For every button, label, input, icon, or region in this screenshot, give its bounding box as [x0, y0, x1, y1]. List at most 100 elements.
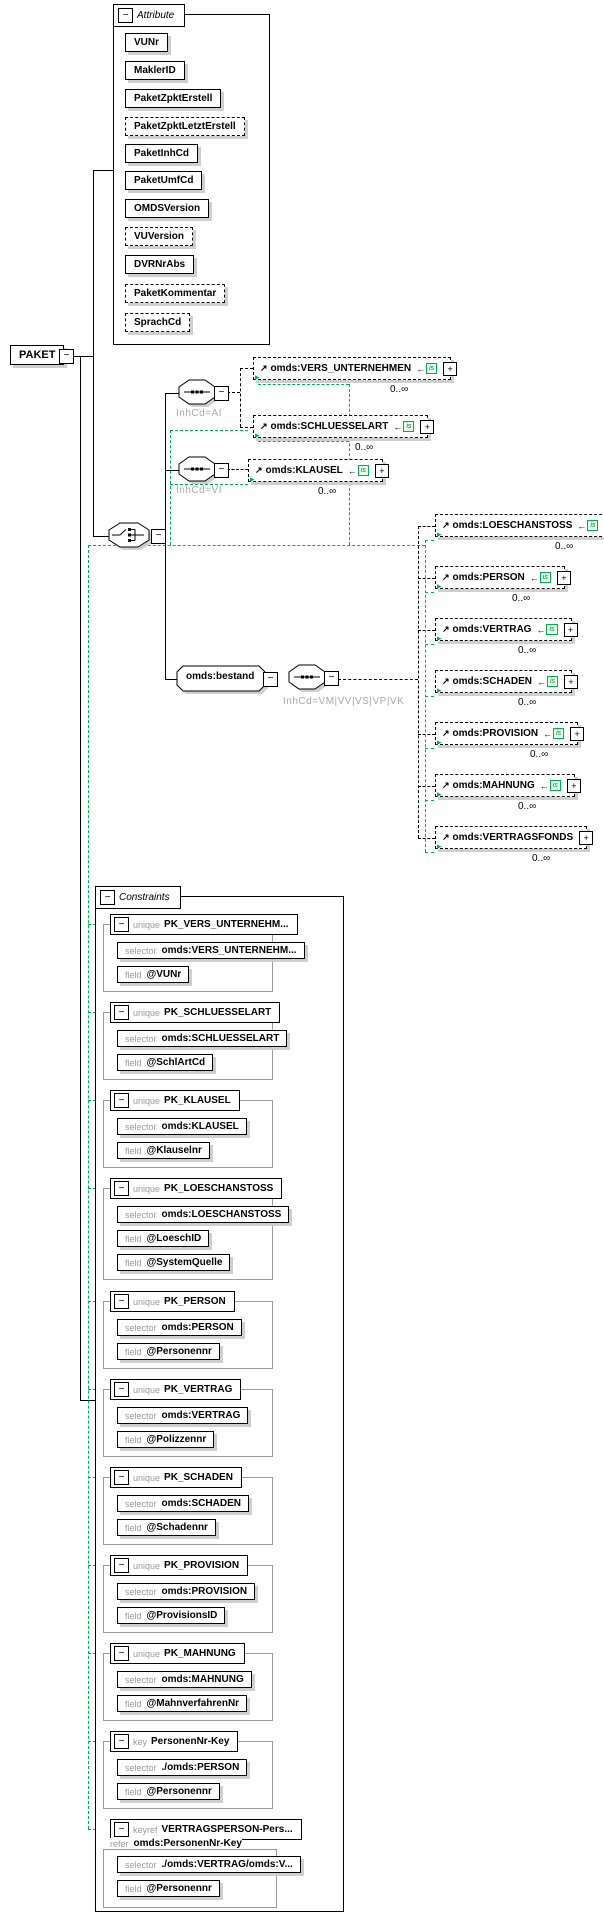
attribute-omdsversion[interactable]: OMDSVersion	[125, 199, 210, 218]
element-klausel[interactable]: ↗ omds:KLAUSEL ← is + ▸	[248, 459, 389, 484]
element-schaden[interactable]: ↗ omds:SCHADEN ← is + ▸	[435, 670, 579, 695]
collapse-icon[interactable]: −	[114, 1093, 129, 1108]
element-vertrag[interactable]: ↗ omds:VERTRAG ← is + ▸	[435, 618, 578, 643]
collapse-icon[interactable]: −	[324, 671, 339, 686]
element-mahnung[interactable]: ↗ omds:MAHNUNG ← is + ▸	[435, 774, 581, 799]
attribute-paketzpkterstell[interactable]: PaketZpktErstell	[125, 89, 222, 108]
constraint-field[interactable]: field @Personennr	[117, 1343, 220, 1360]
reference-arrow-icon: ↗	[442, 624, 450, 634]
element-bestand[interactable]: omds:bestand	[186, 671, 255, 682]
expand-icon[interactable]: +	[420, 419, 435, 434]
constraint-field[interactable]: field @Klauselnr	[117, 1142, 210, 1159]
constraint-unique-pk-provision[interactable]: − unique PK_PROVISION	[110, 1555, 249, 1576]
constraint-line	[425, 592, 434, 593]
element-loeschanstoss[interactable]: ↗ omds:LOESCHANSTOSS ← is + ▸	[435, 514, 604, 539]
expand-icon[interactable]: +	[579, 830, 594, 845]
constraint-key-personennr-key[interactable]: − key PersonenNr-Key	[110, 1731, 239, 1752]
constraint-unique-pk-schaden[interactable]: − unique PK_SCHADEN	[110, 1467, 242, 1488]
collapse-icon[interactable]: −	[100, 890, 115, 905]
expand-icon[interactable]: +	[564, 674, 579, 689]
element-vertragsfonds[interactable]: ↗ omds:VERTRAGSFONDS + ▸	[435, 826, 594, 851]
collapse-icon[interactable]: −	[114, 1181, 129, 1196]
constraint-selector[interactable]: selector omds:SCHADEN	[117, 1495, 249, 1512]
constraint-field[interactable]: field @MahnverfahrenNr	[117, 1695, 248, 1712]
field-label: field	[125, 1698, 142, 1709]
collapse-icon[interactable]: −	[114, 1005, 129, 1020]
constraint-line	[170, 484, 248, 485]
constraint-selector[interactable]: selector omds:PERSON	[117, 1319, 242, 1336]
constraint-field[interactable]: field @Schadennr	[117, 1519, 216, 1536]
constraint-field[interactable]: field @ProvisionsID	[117, 1607, 226, 1624]
expand-icon[interactable]: +	[374, 463, 389, 478]
root-element-paket[interactable]: PAKET	[10, 345, 65, 365]
element-provision[interactable]: ↗ omds:PROVISION ← is + ▸	[435, 722, 585, 747]
expand-icon[interactable]: +	[563, 622, 578, 637]
collapse-icon[interactable]: −	[114, 917, 129, 932]
constraint-keyref-vertragsperson[interactable]: − keyref VERTRAGSPERSON-Pers...	[110, 1819, 302, 1840]
constraint-field[interactable]: field @SystemQuelle	[117, 1254, 231, 1271]
collapse-icon[interactable]: −	[114, 1382, 129, 1397]
constraint-unique-pk-schluesselart[interactable]: − unique PK_SCHLUESSELART	[110, 1002, 281, 1023]
constraint-selector[interactable]: selector omds:PROVISION	[117, 1583, 256, 1600]
constraint-field[interactable]: field @SchlArtCd	[117, 1054, 214, 1071]
constraint-unique-pk-person[interactable]: − unique PK_PERSON	[110, 1291, 235, 1312]
collapse-icon[interactable]: −	[118, 8, 133, 23]
sequence-compositor-icon[interactable]	[178, 379, 222, 411]
collapse-icon[interactable]: −	[114, 1822, 129, 1837]
constraint-field[interactable]: field @VUNr	[117, 966, 190, 983]
expand-icon[interactable]: +	[570, 726, 585, 741]
attribute-maklerid[interactable]: MaklerID	[125, 61, 185, 80]
collapse-icon[interactable]: −	[114, 1734, 129, 1749]
sequence-compositor-icon[interactable]	[178, 456, 222, 488]
expand-icon[interactable]: +	[556, 570, 571, 585]
sequence-compositor-icon[interactable]	[288, 664, 332, 696]
element-schluesselart[interactable]: ↗ omds:SCHLUESSELART ← is + ▸	[253, 415, 435, 440]
collapse-icon[interactable]: −	[59, 349, 74, 364]
collapse-icon[interactable]: −	[214, 463, 229, 478]
constraint-unique-pk-vertrag[interactable]: − unique PK_VERTRAG	[110, 1379, 242, 1400]
cardinality-label: 0..∞	[390, 384, 409, 395]
constraint-field[interactable]: field @Polizzennr	[117, 1431, 215, 1448]
collapse-icon[interactable]: −	[114, 1294, 129, 1309]
constraint-field[interactable]: field @Personennr	[117, 1880, 220, 1897]
constraint-unique-pk-mahnung[interactable]: − unique PK_MAHNUNG	[110, 1643, 245, 1664]
attribute-dvrnrabs[interactable]: DVRNrAbs	[125, 255, 195, 274]
field-value: @MahnverfahrenNr	[146, 1698, 240, 1709]
collapse-icon[interactable]: −	[114, 1558, 129, 1573]
connector-line	[418, 734, 435, 735]
attribute-vunr[interactable]: VUNr	[125, 33, 169, 52]
identity-arrow-icon: ←	[539, 780, 549, 791]
constraint-selector[interactable]: selector omds:MAHNUNG	[117, 1671, 252, 1688]
element-vers-unternehmen[interactable]: ↗ omds:VERS_UNTERNEHMEN ← is + ▸	[253, 357, 458, 382]
constraint-selector[interactable]: selector ./omds:PERSON	[117, 1759, 248, 1776]
constraint-selector[interactable]: selector omds:SCHLUESSELART	[117, 1030, 288, 1047]
element-person[interactable]: ↗ omds:PERSON ← is + ▸	[435, 566, 571, 591]
connector-line	[240, 427, 253, 428]
constraint-selector[interactable]: selector omds:LOESCHANSTOSS	[117, 1206, 290, 1223]
constraint-selector[interactable]: selector omds:KLAUSEL	[117, 1118, 247, 1135]
attribute-vuversion[interactable]: VUVersion	[125, 227, 194, 246]
constraint-unique-pk-klausel[interactable]: − unique PK_KLAUSEL	[110, 1090, 240, 1111]
collapse-icon[interactable]: −	[114, 1470, 129, 1485]
attribute-sprachcd[interactable]: SprachCd	[125, 313, 191, 332]
constraint-selector[interactable]: selector omds:VERTRAG	[117, 1407, 249, 1424]
constraint-selector[interactable]: selector ./omds:VERTRAG/omds:V...	[117, 1856, 301, 1873]
constraint-selector[interactable]: selector omds:VERS_UNTERNEHM...	[117, 942, 305, 959]
constraint-unique-pk-loeschanstoss[interactable]: − unique PK_LOESCHANSTOSS	[110, 1178, 283, 1199]
expand-icon[interactable]: +	[443, 361, 458, 376]
constraint-field[interactable]: field @LoeschID	[117, 1230, 210, 1247]
reference-arrow-icon: ↗	[442, 676, 450, 686]
collapse-icon[interactable]: −	[214, 386, 229, 401]
expand-icon[interactable]: +	[566, 778, 581, 793]
connector-line	[418, 578, 435, 579]
collapse-icon[interactable]: −	[151, 529, 166, 544]
collapse-icon[interactable]: −	[114, 1646, 129, 1661]
attribute-paketumfcd[interactable]: PaketUmfCd	[125, 171, 203, 190]
attribute-paketkommentar[interactable]: PaketKommentar	[125, 284, 226, 303]
constraint-field[interactable]: field @Personennr	[117, 1783, 220, 1800]
collapse-icon[interactable]: −	[263, 672, 278, 687]
choice-compositor-icon[interactable]	[108, 522, 158, 554]
attribute-paketzpktletzterstell[interactable]: PaketZpktLetztErstell	[125, 117, 245, 136]
constraint-unique-pk-vers-unternehmen[interactable]: − unique PK_VERS_UNTERNEHM...	[110, 914, 298, 935]
attribute-paketinhcd[interactable]: PaketInhCd	[125, 144, 199, 163]
